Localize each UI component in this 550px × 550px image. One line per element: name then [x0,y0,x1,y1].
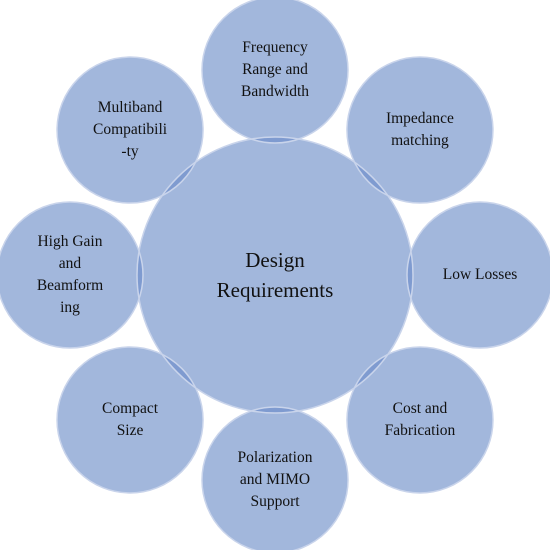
node-outline-multiband-compatibility [56,56,204,204]
node-circle-low-losses [407,202,550,348]
node-outline-frequency-range [201,0,349,144]
node-circle-impedance-matching [346,57,493,204]
node-outline-impedance-matching [346,56,494,204]
node-circle-polarization-mimo [202,407,348,550]
node-circle-compact-size [57,346,204,493]
node-outline-cost-fabrication [346,346,494,494]
node-outline-high-gain-beamforming [0,201,144,349]
node-circle-cost-fabrication [346,346,493,493]
node-circle-high-gain-beamforming [0,202,143,348]
node-circle-multiband-compatibility [57,57,204,204]
node-outline-polarization-mimo [201,406,349,550]
node-circle-frequency-range [202,0,348,143]
node-outline-low-losses [406,201,550,349]
center-outline [136,136,414,414]
center-circle [137,137,413,413]
node-outline-compact-size [56,346,204,494]
